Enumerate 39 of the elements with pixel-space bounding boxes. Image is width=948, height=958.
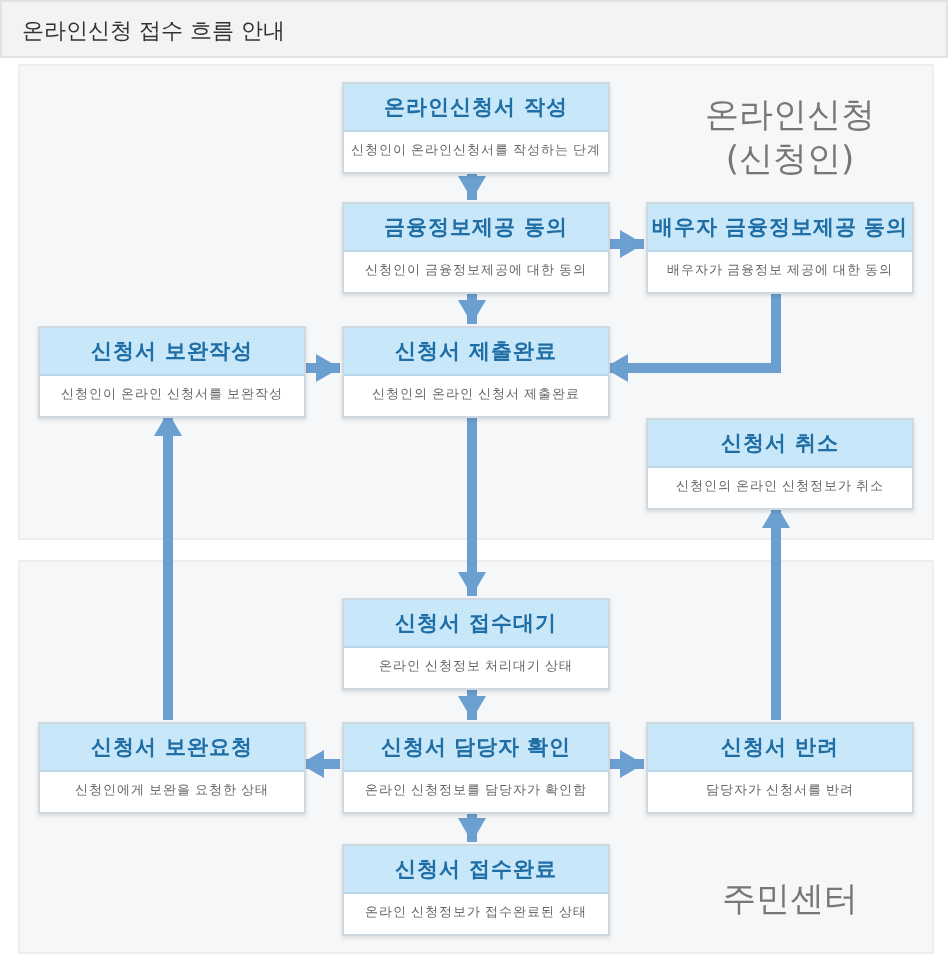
flow-arrow — [604, 750, 644, 778]
page-title: 온라인신청 접수 흐름 안내 — [22, 16, 285, 46]
region-panel — [18, 64, 934, 540]
step-box — [342, 326, 610, 418]
step-title: 신청서 제출완료 — [395, 337, 557, 365]
flow-arrow — [458, 412, 486, 596]
step-box — [342, 82, 610, 174]
flow-arrow — [458, 168, 486, 200]
flow-arrow — [604, 288, 781, 382]
flow-arrow — [154, 412, 182, 720]
flow-arrow — [762, 504, 790, 720]
step-title: 금융정보제공 동의 — [384, 213, 568, 241]
step-box — [38, 722, 306, 814]
region-panel — [18, 560, 934, 954]
step-title: 온라인신청서 작성 — [384, 93, 568, 121]
step-box — [342, 722, 610, 814]
step-title: 신청서 접수완료 — [395, 855, 557, 883]
step-title: 신청서 취소 — [721, 429, 839, 457]
step-title: 신청서 담당자 확인 — [380, 733, 572, 761]
flow-arrow — [300, 750, 340, 778]
flow-arrow — [300, 354, 340, 382]
step-title: 신청서 보완요청 — [91, 733, 253, 761]
flow-arrow — [458, 684, 486, 720]
step-title: 신청서 접수대기 — [395, 609, 557, 637]
step-box — [646, 722, 914, 814]
step-title: 배우자 금융정보제공 동의 — [651, 213, 909, 241]
region-label: 주민센터 — [720, 878, 860, 923]
step-box — [38, 326, 306, 418]
flow-arrow — [604, 230, 644, 258]
step-box — [342, 844, 610, 936]
step-title: 신청서 보완작성 — [91, 337, 253, 365]
step-box — [646, 418, 914, 510]
region-label: 온라인신청 (신청인) — [703, 94, 877, 183]
step-box — [342, 598, 610, 690]
step-box — [342, 202, 610, 294]
flow-arrow — [458, 288, 486, 324]
flow-arrow — [458, 808, 486, 842]
step-title: 신청서 반려 — [721, 733, 839, 761]
step-box — [646, 202, 914, 294]
